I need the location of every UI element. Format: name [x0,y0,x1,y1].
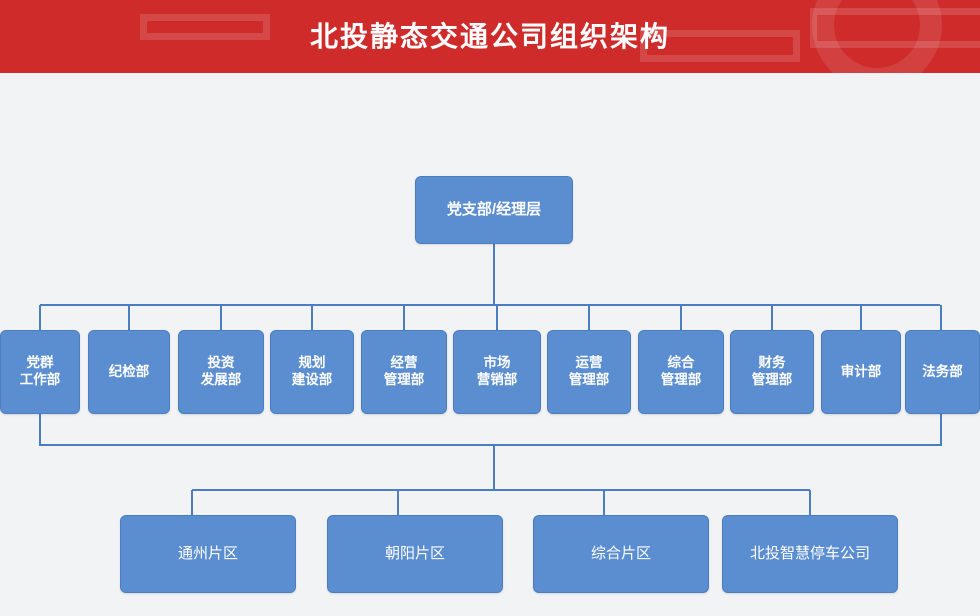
node-label: 综合片区 [590,544,651,562]
node-department-general-admin[interactable]: 综合 管理部 [638,330,724,414]
banner-decoration-rect-left [140,14,270,40]
node-label: 财务 管理部 [751,355,793,387]
node-department-investment[interactable]: 投资 发展部 [178,330,264,414]
node-region-smart-parking-company[interactable]: 北投智慧停车公司 [722,515,898,593]
header-banner: 北投静态交通公司组织架构 [0,0,980,73]
node-label: 党支部/经理层 [446,200,542,218]
node-label: 投资 发展部 [200,355,242,387]
node-department-operation[interactable]: 运营 管理部 [547,330,631,414]
node-department-legal[interactable]: 法务部 [905,330,980,414]
node-region-comprehensive[interactable]: 综合片区 [533,515,709,593]
node-department-audit[interactable]: 审计部 [821,330,901,414]
node-label: 法务部 [922,363,963,379]
node-department-planning[interactable]: 规划 建设部 [270,330,354,414]
node-label: 党群 工作部 [19,355,61,387]
node-region-chaoyang[interactable]: 朝阳片区 [327,515,503,593]
node-label: 规划 建设部 [291,355,333,387]
node-label: 运营 管理部 [568,355,610,387]
node-label: 经营 管理部 [383,355,425,387]
org-chart: 党支部/经理层 党群 工作部 纪检部 投资 发展部 规划 建设部 经营 管理部 … [0,73,980,616]
node-label: 市场 营销部 [476,355,518,387]
node-department-marketing[interactable]: 市场 营销部 [453,330,541,414]
banner-decoration-rect-right [640,30,800,62]
node-department-party-affairs[interactable]: 党群 工作部 [0,330,80,414]
node-leadership[interactable]: 党支部/经理层 [415,176,573,244]
node-label: 综合 管理部 [660,355,702,387]
node-department-finance[interactable]: 财务 管理部 [730,330,814,414]
node-label: 通州片区 [177,544,238,562]
node-label: 朝阳片区 [384,544,445,562]
node-label: 纪检部 [108,363,150,379]
connector-lines [39,244,942,515]
node-label: 北投智慧停车公司 [749,544,870,562]
node-department-operations-mgmt[interactable]: 经营 管理部 [361,330,447,414]
node-department-discipline[interactable]: 纪检部 [88,330,170,414]
node-region-tongzhou[interactable]: 通州片区 [120,515,296,593]
page-title: 北投静态交通公司组织架构 [309,21,670,52]
node-label: 审计部 [840,363,882,379]
